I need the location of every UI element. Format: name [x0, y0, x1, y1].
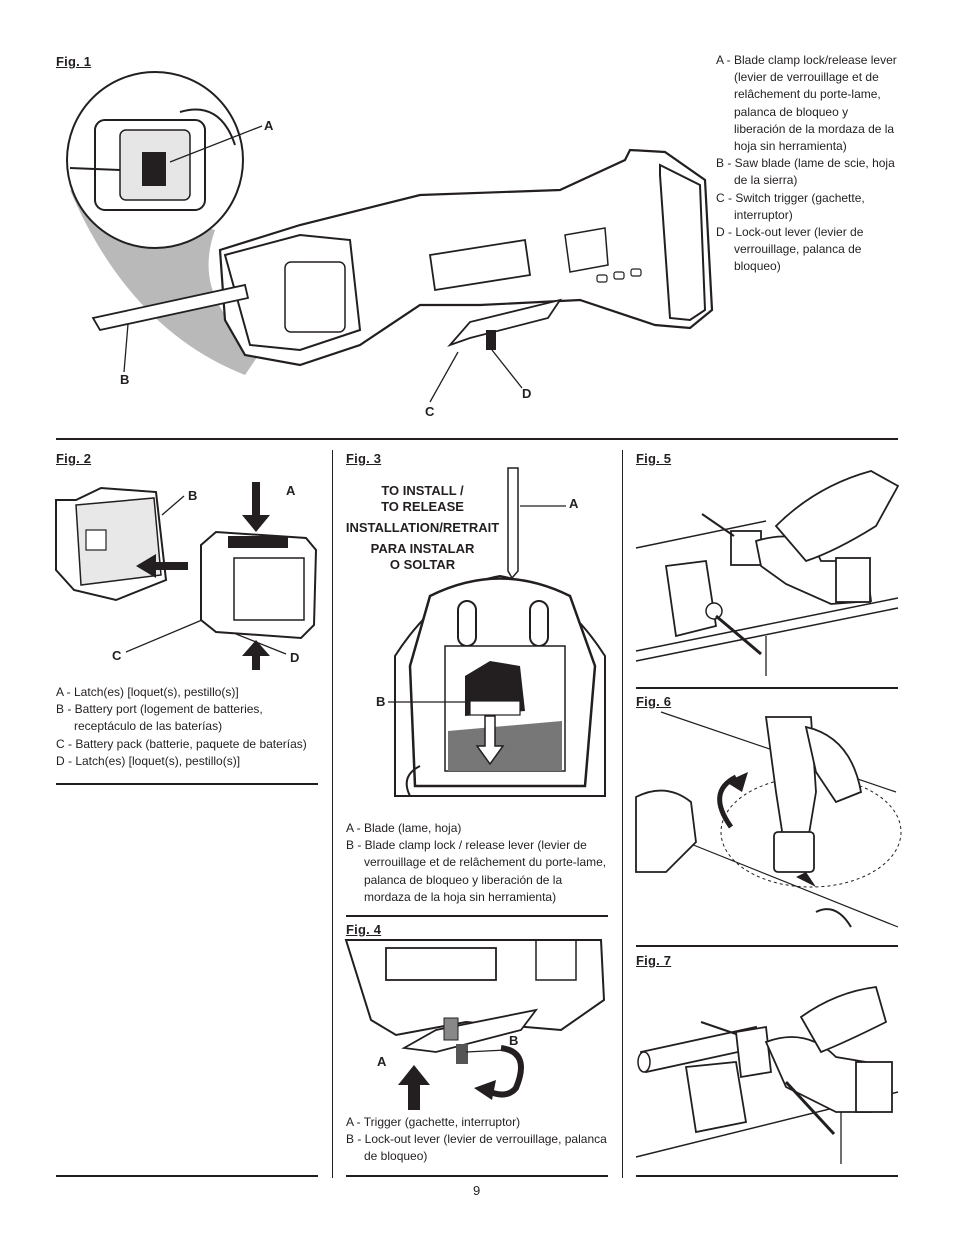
- page-number: 9: [473, 1183, 481, 1198]
- fig1-callout-d: D: [522, 386, 532, 401]
- fig3-instruction-line: TO INSTALL /: [381, 483, 464, 498]
- fig3-instruction-line: INSTALLATION/RETRAIT: [345, 520, 500, 535]
- fig1-legend-item: B - Saw blade (lame de scie, hoja de la …: [716, 156, 895, 188]
- fig2-legend: A - Latch(es) [loquet(s), pestillo(s)] B…: [56, 684, 318, 770]
- fig3-legend-item: B - Blade clamp lock / release lever (le…: [346, 838, 607, 904]
- fig2-legend-item: A - Latch(es) [loquet(s), pestillo(s)]: [56, 685, 239, 699]
- fig3-legend: A - Blade (lame, hoja) B - Blade clamp l…: [346, 820, 608, 906]
- top-section-divider: [56, 438, 898, 440]
- fig6-title: Fig. 6: [636, 694, 672, 709]
- fig1-title: Fig. 1: [56, 54, 92, 69]
- fig7-pipe-cutting-illustration: [635, 986, 899, 1164]
- fig7-bottom-rule: [636, 1175, 898, 1177]
- fig5-bottom-rule: [636, 687, 898, 689]
- fig3-callout-a: A: [569, 496, 579, 511]
- fig2-battery-illustration: [55, 482, 318, 670]
- left-column-bottom-rule: [56, 1175, 318, 1177]
- fig1-legend-item: C - Switch trigger (gachette, interrupto…: [716, 190, 865, 222]
- fig2-callout-b: B: [188, 488, 198, 503]
- fig4-legend-item: B - Lock-out lever (levier de verrouilla…: [346, 1132, 607, 1164]
- fig3-callout-b: B: [376, 694, 386, 709]
- fig6-bottom-rule: [636, 945, 898, 947]
- fig3-instructions: TO INSTALL / TO RELEASE INSTALLATION/RET…: [340, 483, 505, 573]
- fig1-legend: A - Blade clamp lock/release lever (levi…: [716, 52, 902, 276]
- fig2-callout-a: A: [286, 483, 296, 498]
- fig5-cutting-illustration: [635, 470, 900, 676]
- fig2-title: Fig. 2: [56, 451, 92, 466]
- fig3-instruction-line: O SOLTAR: [389, 557, 456, 572]
- fig4-bottom-rule: [346, 1175, 608, 1177]
- fig1-legend-item: D - Lock-out lever (levier de verrouilla…: [716, 225, 864, 274]
- fig4-legend-item: A - Trigger (gachette, interruptor): [346, 1115, 521, 1129]
- fig2-bottom-rule: [56, 783, 318, 785]
- fig3-legend-item: A - Blade (lame, hoja): [346, 821, 462, 835]
- fig1-callout-b: B: [120, 372, 130, 387]
- fig2-legend-item: D - Latch(es) [loquet(s), pestillo(s)]: [56, 753, 241, 768]
- fig2-callout-d: D: [290, 650, 300, 665]
- fig4-callout-b: B: [509, 1033, 519, 1048]
- fig4-title: Fig. 4: [346, 922, 382, 937]
- column-divider-right: [622, 450, 623, 1178]
- fig1-legend-item: A - Blade clamp lock/release lever (levi…: [716, 53, 897, 154]
- column-divider-left: [332, 450, 333, 1178]
- fig4-callout-a: A: [377, 1054, 387, 1069]
- fig1-callout-a: A: [264, 118, 274, 133]
- fig3-bottom-rule: [346, 915, 608, 917]
- fig2-callout-c: C: [112, 648, 122, 663]
- fig5-title: Fig. 5: [636, 451, 672, 466]
- fig2-legend-item: B - Battery port (logement de batteries,…: [56, 702, 263, 734]
- fig1-saw-illustration: [66, 71, 714, 403]
- fig3-instruction-line: TO RELEASE: [381, 499, 464, 514]
- fig1-callout-c: C: [425, 404, 435, 419]
- fig3-clamp-illustration: [388, 467, 606, 797]
- fig6-flush-cut-illustration: [635, 711, 902, 928]
- fig4-trigger-illustration: [344, 939, 606, 1110]
- fig4-legend: A - Trigger (gachette, interruptor) B - …: [346, 1114, 608, 1166]
- fig3-instruction-line: PARA INSTALAR: [370, 541, 475, 556]
- fig7-title: Fig. 7: [636, 953, 672, 968]
- fig3-title: Fig. 3: [346, 451, 382, 466]
- fig2-legend-item: C - Battery pack (batterie, paquete de b…: [56, 736, 307, 751]
